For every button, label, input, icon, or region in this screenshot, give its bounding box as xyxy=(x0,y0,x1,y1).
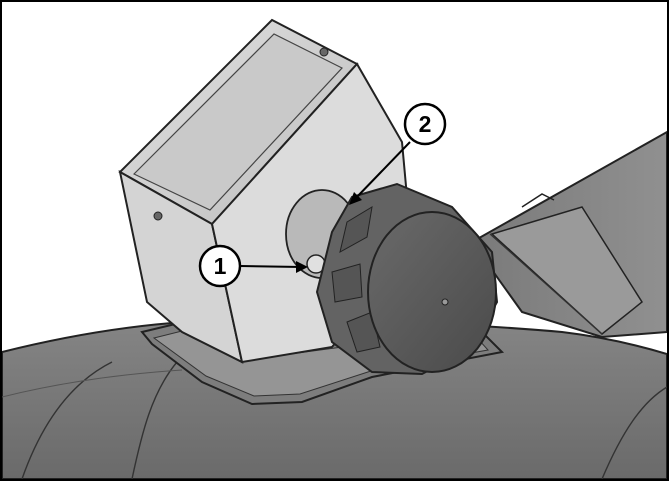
callout-2: 2 xyxy=(349,102,447,205)
callout-number-2: 2 xyxy=(419,111,432,137)
adjustment-knob xyxy=(315,182,499,376)
callout-number-1: 1 xyxy=(214,253,227,279)
callout-1: 1 xyxy=(198,244,308,288)
rail-beam xyxy=(470,130,667,339)
